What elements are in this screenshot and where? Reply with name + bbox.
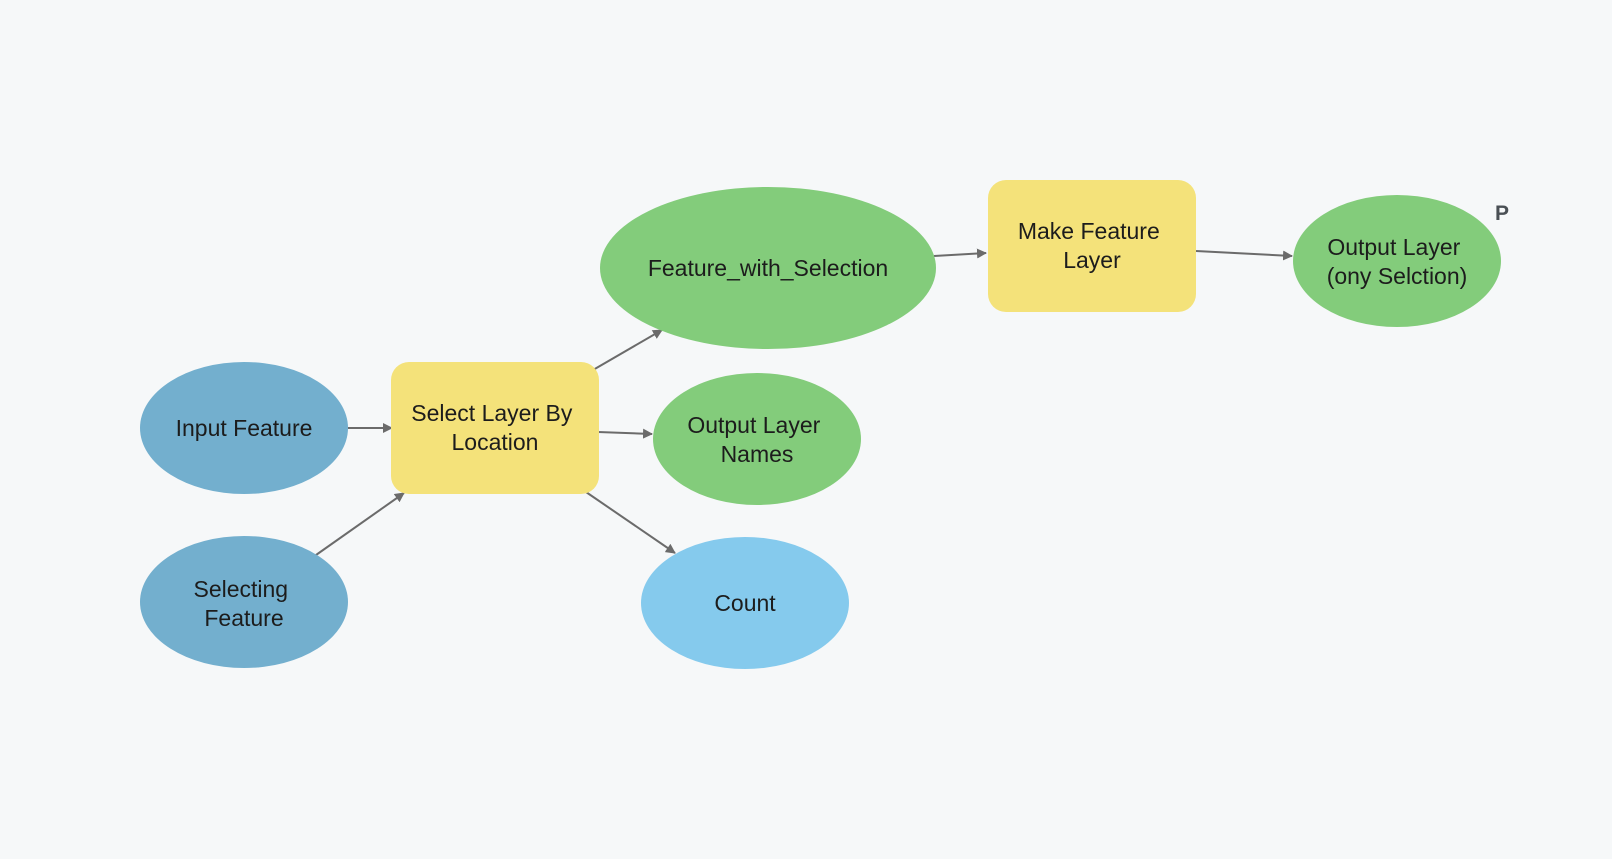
node-label: Feature_with_Selection [648, 255, 888, 281]
node-label: Count [714, 590, 776, 616]
svg-text:Output Layer Names: Output Layer Names [687, 412, 826, 467]
input-data-shape [140, 362, 348, 494]
svg-text:Output Layer (ony Selcti: Output Layer (ony Selction) [1327, 234, 1468, 289]
node-label: Input Feature [176, 415, 313, 441]
value-shape [641, 537, 849, 669]
node-label-line-2: Layer [1063, 247, 1121, 273]
node-label-line-2: Names [721, 441, 794, 467]
node-output-layer-only-selection[interactable]: Output Layer (ony Selction) P [1293, 195, 1509, 327]
connectors [315, 248, 1293, 556]
node-feature-with-selection[interactable]: Feature_with_Selection [600, 187, 936, 349]
node-label-line-1: Select Layer By [411, 400, 573, 426]
derived-data-shape [653, 373, 861, 505]
edge-select-layer-to-feature-with-selection [592, 329, 663, 371]
derived-data-shape [600, 187, 936, 349]
svg-text:Make Feature Layer: Make Feature Layer [1018, 218, 1166, 273]
svg-text:Input Feature: Input Feature [176, 415, 313, 441]
node-label-line-1: Output Layer [687, 412, 820, 438]
svg-text:Select Layer By Location: Select Layer By Location [411, 400, 578, 455]
node-label-line-2: (ony Selction) [1327, 263, 1468, 289]
node-label-line-2: Location [452, 429, 539, 455]
svg-text:Count: Count [714, 590, 776, 616]
node-label-line-1: Output Layer [1327, 234, 1460, 260]
tool-shape [988, 180, 1196, 312]
node-selecting-feature[interactable]: Selecting Feature [140, 536, 348, 668]
edge-feature-with-selection-to-make-feature-layer [933, 248, 987, 259]
parameter-marker: P [1495, 202, 1509, 225]
node-label-line-1: Make Feature [1018, 218, 1160, 244]
node-count[interactable]: Count [641, 537, 849, 669]
node-label-line-1: Selecting [193, 576, 288, 602]
node-label-line-2: Feature [204, 605, 283, 631]
edge-select-layer-to-output-layer-names [597, 428, 653, 439]
input-data-shape [140, 536, 348, 668]
edge-selecting-feature-to-select-layer [315, 492, 405, 556]
tool-shape [391, 362, 599, 494]
edge-select-layer-to-count [585, 491, 676, 554]
svg-text:Selecting Feature: Selecting Feature [193, 576, 294, 631]
derived-data-shape [1293, 195, 1501, 327]
node-select-layer-by-location[interactable]: Select Layer By Location [391, 362, 599, 494]
edge-make-feature-layer-to-output-layer [1195, 250, 1293, 261]
node-make-feature-layer[interactable]: Make Feature Layer [988, 180, 1196, 312]
node-output-layer-names[interactable]: Output Layer Names [653, 373, 861, 505]
svg-text:Feature_with_Selection: Feature_with_Selection [648, 255, 888, 281]
node-input-feature[interactable]: Input Feature [140, 362, 348, 494]
